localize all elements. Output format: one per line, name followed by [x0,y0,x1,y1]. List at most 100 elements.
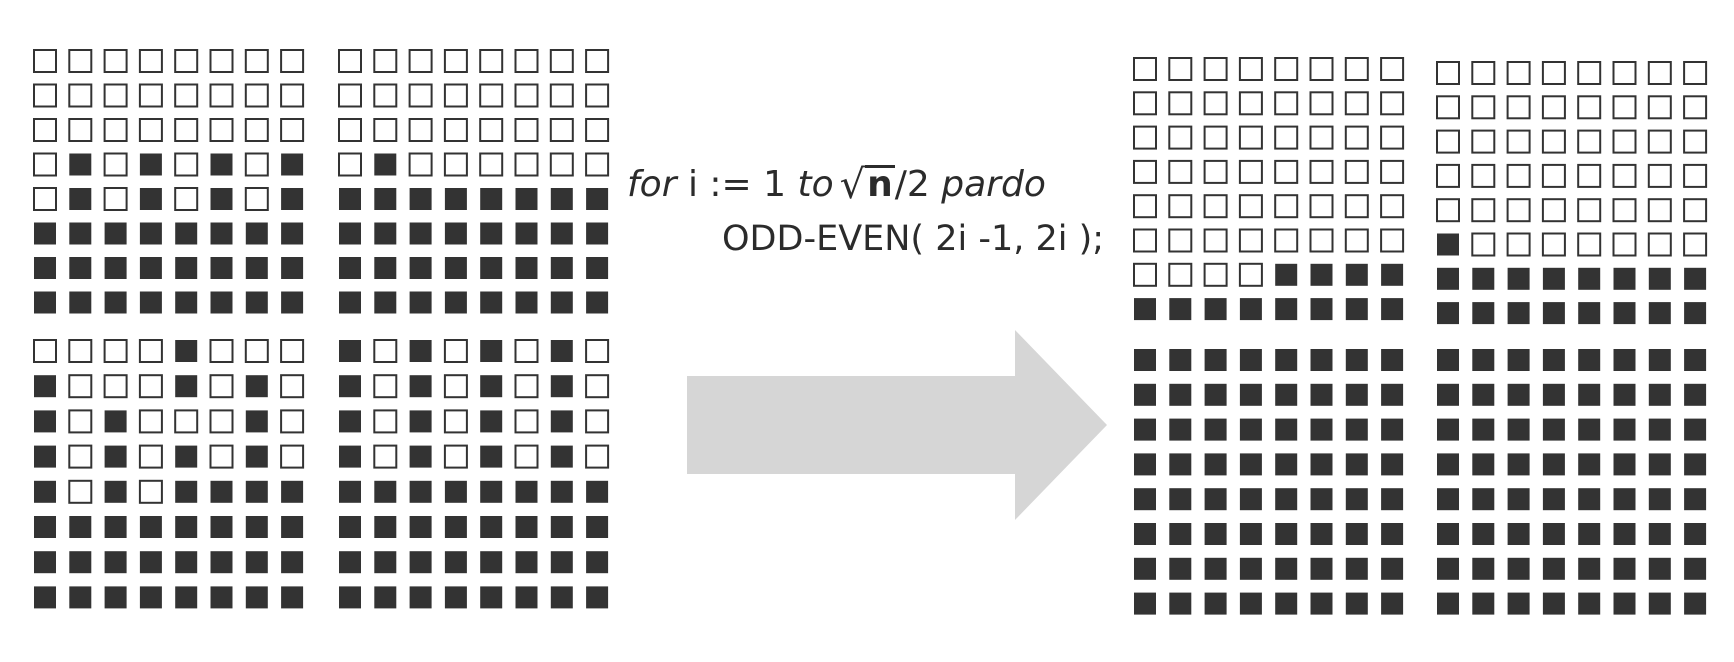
cell-empty [1683,61,1708,85]
cell-empty [1471,163,1496,188]
cell-filled [1381,298,1404,321]
cell-filled [374,480,397,503]
cell-filled [586,480,609,503]
cell-filled [1345,557,1368,580]
cell-filled [1437,349,1459,371]
cell-filled [245,480,268,503]
cell-empty [244,118,269,142]
cell-empty [1344,91,1369,116]
cell-empty [1541,163,1566,188]
cell-empty [1168,159,1193,184]
cell-empty [514,49,539,73]
cell-empty [1506,61,1531,85]
cell-filled [1472,383,1495,406]
grid-before-top-right [338,49,610,314]
cell-empty [138,409,163,434]
cell-empty [209,339,234,363]
cell-empty [1380,159,1405,184]
cell-filled [1507,267,1530,290]
cell-empty [585,49,610,73]
cell-filled [281,586,304,609]
cell-filled [1472,557,1495,580]
cell-filled [586,516,609,538]
cell-filled [1472,418,1495,441]
cell-filled [175,516,198,538]
cell-filled [1134,298,1156,321]
cell-filled [245,291,268,314]
cell-filled [1507,302,1530,325]
cell-empty [1133,228,1157,253]
cell-filled [374,516,397,538]
cell-empty [1380,228,1405,253]
cell-filled [1204,418,1227,441]
cell-filled [1437,302,1459,325]
cell-filled [1684,383,1707,406]
cell-empty [1380,125,1405,150]
cell-filled [1578,267,1601,290]
cell-filled [139,586,162,609]
cell-filled [1239,349,1262,371]
cell-filled [210,257,233,279]
cell-empty [209,444,234,469]
cell-empty [1471,95,1496,120]
cell-filled [515,291,538,314]
cell-empty [338,118,362,142]
cell-filled [444,586,467,609]
cell-empty [514,409,539,434]
cell-filled [1310,349,1333,371]
cell-filled [104,586,127,609]
cell-filled [1507,418,1530,441]
cell-filled [1204,488,1227,511]
cell-filled [1648,302,1671,325]
cell-filled [1507,453,1530,476]
cell-empty [68,444,93,469]
cell-empty [1274,194,1299,219]
cell-filled [550,257,573,279]
cell-filled [1648,349,1671,371]
cell-filled [586,291,609,314]
cell-empty [1238,57,1263,81]
cell-empty [1238,262,1263,287]
cell-filled [1134,453,1156,476]
cell-filled [1345,488,1368,511]
cell-empty [33,83,57,108]
cell-filled [339,222,361,245]
cell-filled [34,222,56,245]
cell-filled [1578,453,1601,476]
cell-filled [1275,349,1298,371]
cell-filled [1472,267,1495,290]
cell-empty [1647,198,1672,223]
cell-filled [1542,592,1565,615]
cell-empty [1436,163,1460,188]
cell-empty [1168,57,1193,81]
cell-empty [549,49,574,73]
cell-filled [175,291,198,314]
cell-filled [1310,488,1333,511]
cell-filled [480,480,503,503]
cell-filled [104,445,127,468]
cell-filled [1437,267,1459,290]
cell-empty [549,83,574,108]
cell-filled [175,445,198,468]
cell-filled [1169,453,1192,476]
cell-empty [103,374,128,399]
cell-empty [1238,228,1263,253]
cell-filled [1169,592,1192,615]
cell-filled [515,516,538,538]
loop-variable-assign: i := 1 [676,164,798,205]
cell-filled [1169,298,1192,321]
cell-filled [339,480,361,503]
cell-filled [1684,453,1707,476]
cell-filled [444,222,467,245]
cell-empty [1612,61,1637,85]
cell-empty [138,374,163,399]
cell-filled [245,586,268,609]
cell-filled [1613,302,1636,325]
cell-filled [515,551,538,574]
cell-empty [280,83,305,108]
cell-empty [1612,95,1637,120]
cell-empty [1647,129,1672,154]
cell-filled [1613,418,1636,441]
cell-empty [280,339,305,363]
cell-empty [1647,95,1672,120]
